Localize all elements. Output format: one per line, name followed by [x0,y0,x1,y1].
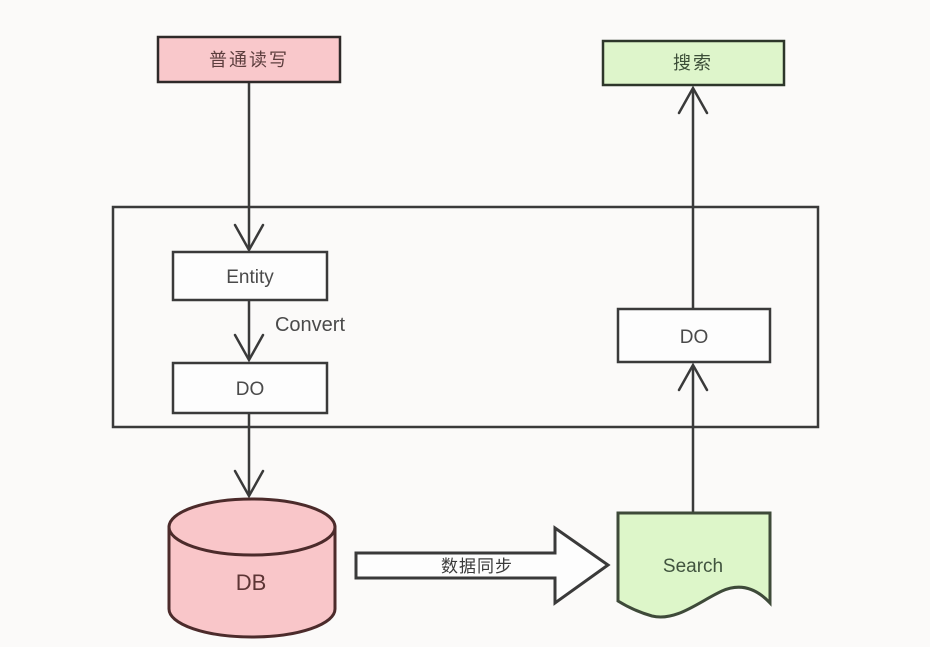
node-search-entry: 搜索 [601,39,786,87]
connector-do-to-db [233,413,265,499]
convert-annotation: Convert [275,314,345,336]
node-search-document-label: Search [663,556,723,577]
node-db-cylinder: DB [167,497,337,639]
data-sync-arrow: 数据同步 [354,525,611,606]
node-db-label: DB [236,570,267,595]
node-normal-readwrite: 普通读写 [156,35,342,84]
data-sync-label: 数据同步 [441,557,513,576]
node-search-entry-box [601,39,786,87]
node-normal-readwrite-label: 普通读写 [209,50,289,70]
connector-searchdoc-to-do [677,362,709,513]
node-do-left-box [171,361,329,415]
connector-normalrw-to-entity [233,82,265,253]
arrow-up-icon [677,362,709,392]
arrow-down-icon [233,469,265,499]
node-entity-label: Entity [226,267,274,288]
arrow-down-icon [233,223,265,253]
arrow-up-icon [677,85,709,115]
node-do-right-label: DO [680,327,709,348]
db-cylinder-top [167,497,337,557]
connector-entity-to-do [233,300,265,363]
node-entity-box [171,250,329,302]
db-cylinder-body [167,525,337,639]
search-document-shape [616,511,772,619]
node-search-document: Search [616,511,772,619]
node-do-right-box [616,307,772,364]
block-arrow-right-icon [354,525,611,606]
node-entity: Entity [171,250,329,302]
service-layer-frame [111,205,820,429]
arrow-down-icon [233,333,265,363]
connector-do-to-search [677,85,709,309]
node-do-right: DO [616,307,772,364]
node-do-left: DO [171,361,329,415]
node-search-entry-label: 搜索 [673,53,713,73]
node-normal-readwrite-box [156,35,342,84]
node-do-left-label: DO [236,379,265,400]
